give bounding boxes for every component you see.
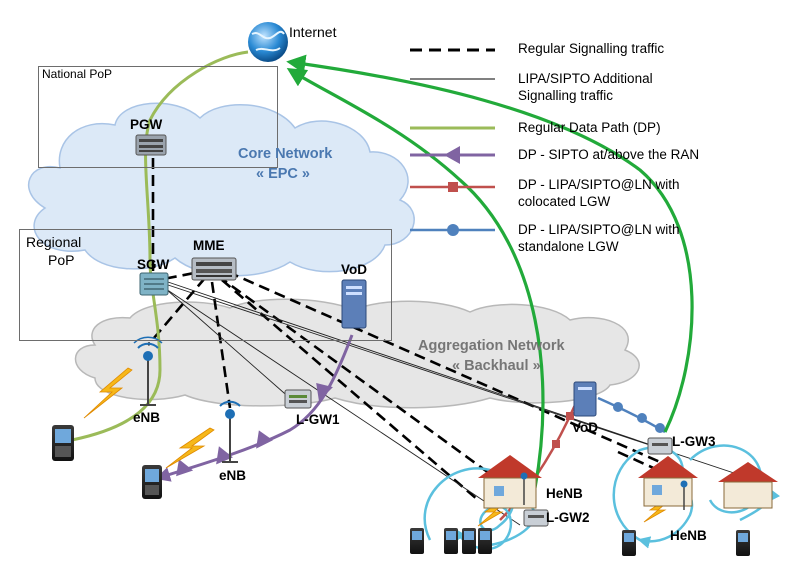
sgw-label: SGW — [137, 257, 170, 272]
lgw2-label: L-GW2 — [546, 510, 590, 525]
legend-text-additional-signalling: LIPA/SIPTO Additional Signalling traffic — [518, 71, 653, 103]
sgw-icon — [139, 272, 169, 296]
regional-pop-label-line2: PoP — [48, 252, 75, 268]
aggregation-network-label: Aggregation Network — [418, 338, 565, 354]
legend-circle — [447, 224, 459, 236]
home-icon-henb-mid — [478, 455, 542, 509]
mme-label: MME — [193, 238, 225, 253]
legend-symbols — [410, 48, 495, 236]
lgw3-label: L-GW3 — [672, 434, 716, 449]
mme-icon — [191, 257, 237, 281]
core-network-cloud — [27, 102, 415, 277]
vod-server-icon-bottom — [573, 381, 597, 417]
vod-label-bottom: VoD — [572, 420, 598, 435]
home-icon-henb-right — [638, 456, 698, 507]
national-pop-label: National PoP — [42, 67, 113, 81]
standalone-lgw-path — [597, 396, 666, 434]
henb-label-right: HeNB — [670, 528, 707, 543]
backhaul-label: « Backhaul » — [452, 358, 541, 374]
legend-text-regular-signalling: Regular Signalling traffic — [518, 41, 665, 56]
enb-label-mid: eNB — [219, 468, 247, 483]
vod-server-icon — [341, 279, 367, 329]
pgw-icon — [135, 134, 167, 156]
henb-label-mid: HeNB — [546, 486, 583, 501]
vod-label-top: VoD — [341, 262, 367, 277]
henb-antenna-icon-mid — [520, 472, 528, 505]
internet-globe-icon — [248, 22, 288, 62]
lgw3-icon — [647, 437, 673, 455]
lgw1-label: L-GW1 — [296, 412, 340, 427]
enb-antenna-icon-mid — [219, 400, 241, 463]
legend-square — [448, 182, 458, 192]
legend-triangle — [444, 146, 460, 164]
mobile-phone-icons — [52, 425, 750, 556]
sipto-ran-path — [155, 334, 354, 482]
henb-antenna-icon-right — [680, 480, 688, 510]
aggregation-network-cloud — [74, 298, 640, 409]
enb-antenna-icon-left — [133, 336, 163, 406]
regional-pop-label-line1: Regional — [26, 234, 82, 250]
pgw-label: PGW — [130, 117, 163, 132]
epc-label: « EPC » — [256, 166, 310, 182]
lgw2-icon — [523, 509, 549, 527]
core-network-label: Core Network — [238, 146, 333, 162]
legend-text-regular-dp: Regular Data Path (DP) — [518, 120, 661, 135]
home-icon-far-right — [718, 462, 778, 509]
internet-label: Internet — [289, 24, 337, 40]
regional-pop-box — [19, 229, 392, 341]
enb-label-left: eNB — [133, 410, 161, 425]
local-offload-loops — [423, 444, 781, 551]
lgw1-icon — [284, 389, 312, 409]
legend-text-colocated: DP - LIPA/SIPTO@LN with colocated LGW — [518, 177, 680, 209]
legend-text-sipto-ran: DP - SIPTO at/above the RAN — [518, 147, 700, 162]
internet-arrows — [286, 54, 694, 489]
national-pop-box — [38, 66, 278, 168]
legend-text-standalone: DP - LIPA/SIPTO@LN with standalone LGW — [518, 222, 680, 254]
